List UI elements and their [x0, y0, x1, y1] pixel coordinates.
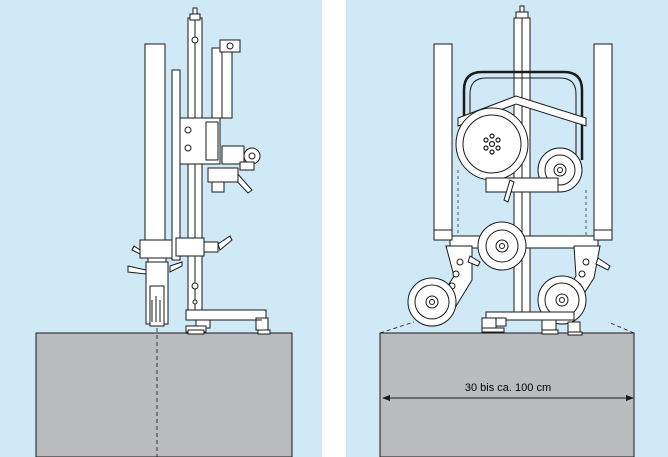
drill-stand-front [407, 5, 613, 336]
base-plate [185, 309, 267, 321]
concrete-block-right [379, 332, 635, 457]
front-view-panel: 30 bis ca. 100 cm [346, 0, 668, 457]
dimension-label: 30 bis ca. 100 cm [465, 382, 551, 394]
concrete-block-left [35, 332, 293, 457]
cage-frame [462, 70, 584, 160]
side-view-drawing [35, 7, 293, 457]
motor-housing [144, 43, 166, 241]
side-view-panel [0, 0, 322, 457]
dimension-arrow [382, 395, 634, 401]
front-view-drawing: 30 bis ca. 100 cm [379, 5, 635, 457]
drill-stand-side [127, 7, 271, 335]
